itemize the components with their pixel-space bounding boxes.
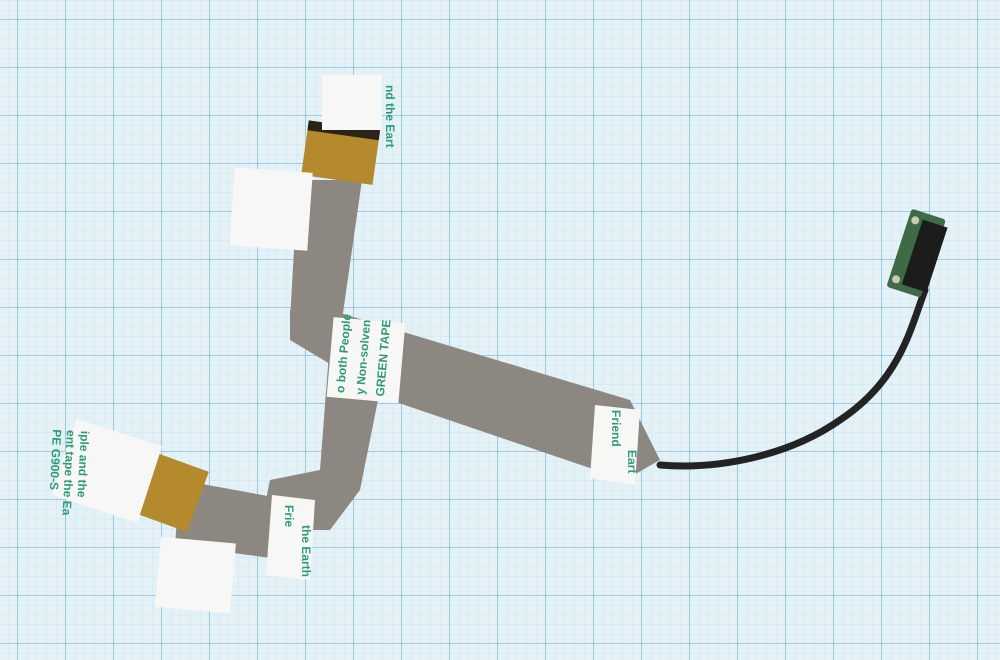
tape-center-line1: o both People (333, 313, 354, 394)
tape-right: Friend Eart (590, 405, 640, 485)
tape-left-line3: PE G900-S (47, 429, 64, 490)
tape-top-text: nd the Eart (383, 85, 397, 148)
tape-right-text-2: Eart (625, 450, 639, 473)
tape-white-upper-left (229, 167, 313, 251)
tape-left-line2: ent tape the Ea (60, 430, 78, 516)
tape-lower-text-2: the Earth (299, 525, 313, 577)
tape-left: iple and the ent tape the Ea PE G900-S (47, 418, 163, 523)
tape-center-line2: y Non-solven (353, 319, 374, 395)
tape-left-line1: iple and the (74, 430, 91, 498)
tape-center-line3: GREEN TAPE (373, 319, 394, 397)
pcb-connector (887, 209, 948, 297)
black-wire (656, 286, 929, 470)
tape-lower-text: Frie (282, 505, 296, 527)
tape-white-bottom-left (155, 536, 236, 614)
tape-right-text: Friend (609, 410, 623, 447)
tape-center: o both People y Non-solven GREEN TAPE (326, 313, 406, 404)
tape-top: nd the Eart (322, 75, 397, 148)
top-gold-connector (301, 120, 381, 185)
tape-lower: Frie the Earth (266, 495, 315, 580)
